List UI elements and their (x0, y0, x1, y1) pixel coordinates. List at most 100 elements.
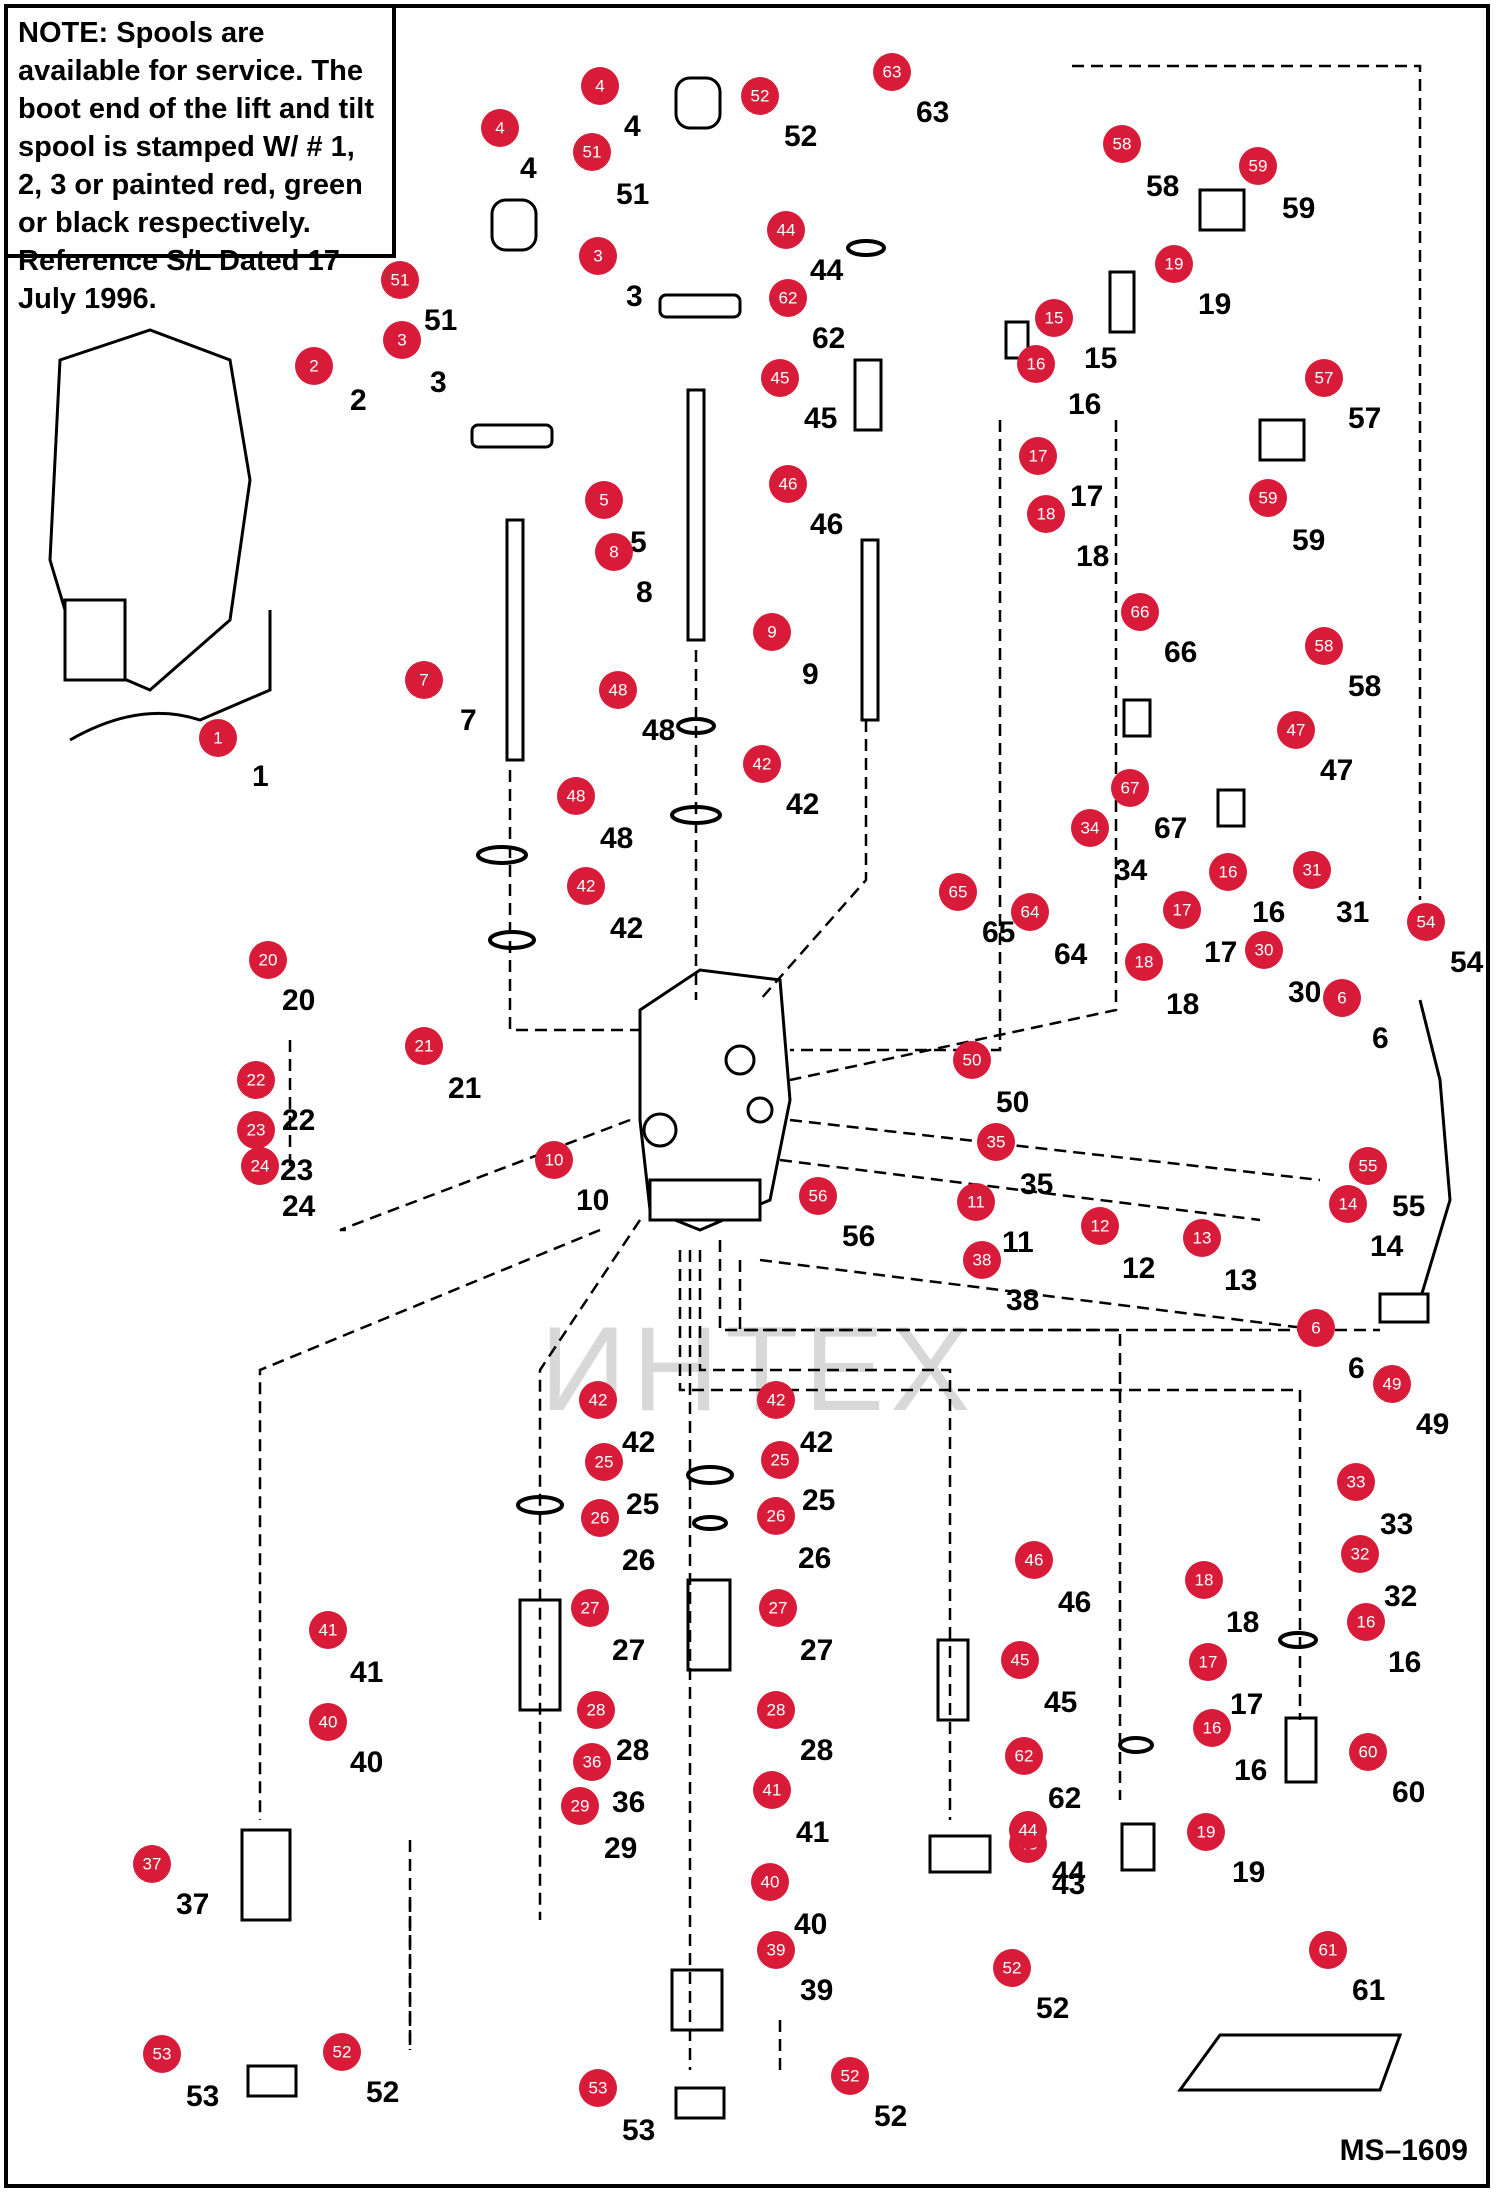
callout-badge-18[interactable]: 18 (1027, 495, 1065, 533)
callout-badge-3[interactable]: 3 (383, 321, 421, 359)
callout-badge-48[interactable]: 48 (557, 777, 595, 815)
callout-badge-52[interactable]: 52 (741, 77, 779, 115)
callout-badge-25[interactable]: 25 (585, 1443, 623, 1481)
callout-badge-44[interactable]: 44 (767, 211, 805, 249)
callout-badge-13[interactable]: 13 (1183, 1219, 1221, 1257)
callout-badge-6[interactable]: 6 (1323, 979, 1361, 1017)
callout-badge-16[interactable]: 16 (1017, 345, 1055, 383)
callout-badge-44[interactable]: 44 (1009, 1811, 1047, 1849)
callout-badge-53[interactable]: 53 (143, 2035, 181, 2073)
callout-badge-41[interactable]: 41 (753, 1771, 791, 1809)
callout-badge-12[interactable]: 12 (1081, 1207, 1119, 1245)
callout-badge-50[interactable]: 50 (953, 1041, 991, 1079)
callout-badge-63[interactable]: 63 (873, 53, 911, 91)
callout-badge-28[interactable]: 28 (577, 1691, 615, 1729)
callout-badge-24[interactable]: 24 (241, 1147, 279, 1185)
callout-badge-52[interactable]: 52 (831, 2057, 869, 2095)
callout-badge-26[interactable]: 26 (581, 1499, 619, 1537)
callout-badge-65[interactable]: 65 (939, 873, 977, 911)
callout-badge-4[interactable]: 4 (481, 109, 519, 147)
callout-badge-10[interactable]: 10 (535, 1141, 573, 1179)
callout-badge-34[interactable]: 34 (1071, 809, 1109, 847)
callout-badge-25[interactable]: 25 (761, 1441, 799, 1479)
callout-badge-3[interactable]: 3 (579, 237, 617, 275)
callout-badge-26[interactable]: 26 (757, 1497, 795, 1535)
callout-badge-62[interactable]: 62 (769, 279, 807, 317)
callout-badge-42[interactable]: 42 (579, 1381, 617, 1419)
callout-badge-18[interactable]: 18 (1185, 1561, 1223, 1599)
callout-badge-46[interactable]: 46 (1015, 1541, 1053, 1579)
callout-badge-21[interactable]: 21 (405, 1027, 443, 1065)
callout-badge-1[interactable]: 1 (199, 719, 237, 757)
callout-badge-37[interactable]: 37 (133, 1845, 171, 1883)
callout-badge-27[interactable]: 27 (571, 1589, 609, 1627)
callout-badge-40[interactable]: 40 (751, 1863, 789, 1901)
callout-badge-7[interactable]: 7 (405, 661, 443, 699)
callout-badge-19[interactable]: 19 (1155, 245, 1193, 283)
callout-badge-35[interactable]: 35 (977, 1123, 1015, 1161)
callout-badge-40[interactable]: 40 (309, 1703, 347, 1741)
callout-badge-16[interactable]: 16 (1193, 1709, 1231, 1747)
callout-badge-22[interactable]: 22 (237, 1061, 275, 1099)
callout-badge-circle (1005, 1737, 1043, 1775)
callout-badge-39[interactable]: 39 (757, 1931, 795, 1969)
callout-badge-52[interactable]: 52 (323, 2033, 361, 2071)
callout-badge-6[interactable]: 6 (1297, 1309, 1335, 1347)
callout-badge-54[interactable]: 54 (1407, 903, 1445, 941)
callout-badge-58[interactable]: 58 (1305, 627, 1343, 665)
callout-badge-17[interactable]: 17 (1189, 1643, 1227, 1681)
callout-badge-30[interactable]: 30 (1245, 931, 1283, 969)
callout-badge-2[interactable]: 2 (295, 347, 333, 385)
callout-badge-23[interactable]: 23 (237, 1111, 275, 1149)
callout-badge-41[interactable]: 41 (309, 1611, 347, 1649)
callout-badge-17[interactable]: 17 (1163, 891, 1201, 929)
callout-badge-45[interactable]: 45 (1001, 1641, 1039, 1679)
callout-badge-46[interactable]: 46 (769, 465, 807, 503)
callout-badge-48[interactable]: 48 (599, 671, 637, 709)
callout-badge-53[interactable]: 53 (579, 2069, 617, 2107)
callout-badge-60[interactable]: 60 (1349, 1733, 1387, 1771)
callout-badge-66[interactable]: 66 (1121, 593, 1159, 631)
callout-badge-9[interactable]: 9 (753, 613, 791, 651)
callout-badge-58[interactable]: 58 (1103, 125, 1141, 163)
callout-badge-56[interactable]: 56 (799, 1177, 837, 1215)
callout-badge-14[interactable]: 14 (1329, 1185, 1367, 1223)
callout-badge-42[interactable]: 42 (567, 867, 605, 905)
callout-badge-32[interactable]: 32 (1341, 1535, 1379, 1573)
callout-badge-42[interactable]: 42 (757, 1381, 795, 1419)
callout-badge-18[interactable]: 18 (1125, 943, 1163, 981)
callout-badge-49[interactable]: 49 (1373, 1365, 1411, 1403)
callout-badge-28[interactable]: 28 (757, 1691, 795, 1729)
callout-badge-31[interactable]: 31 (1293, 851, 1331, 889)
callout-badge-29[interactable]: 29 (561, 1787, 599, 1825)
callout-badge-59[interactable]: 59 (1239, 147, 1277, 185)
callout-badge-8[interactable]: 8 (595, 533, 633, 571)
callout-badge-42[interactable]: 42 (743, 745, 781, 783)
callout-badge-64[interactable]: 64 (1011, 893, 1049, 931)
callout-badge-36[interactable]: 36 (573, 1743, 611, 1781)
callout-badge-5[interactable]: 5 (585, 481, 623, 519)
callout-badge-4[interactable]: 4 (581, 67, 619, 105)
callout-badge-11[interactable]: 11 (957, 1183, 995, 1221)
callout-badge-51[interactable]: 51 (573, 133, 611, 171)
callout-badge-67[interactable]: 67 (1111, 769, 1149, 807)
callout-badge-59[interactable]: 59 (1249, 479, 1287, 517)
callout-badge-55[interactable]: 55 (1349, 1147, 1387, 1185)
callout-badge-61[interactable]: 61 (1309, 1931, 1347, 1969)
callout-badge-16[interactable]: 16 (1209, 853, 1247, 891)
callout-badge-57[interactable]: 57 (1305, 359, 1343, 397)
callout-badge-15[interactable]: 15 (1035, 299, 1073, 337)
callout-badge-27[interactable]: 27 (759, 1589, 797, 1627)
callout-badge-33[interactable]: 33 (1337, 1463, 1375, 1501)
callout-badge-38[interactable]: 38 (963, 1241, 1001, 1279)
callout-badge-17[interactable]: 17 (1019, 437, 1057, 475)
callout-badge-19[interactable]: 19 (1187, 1813, 1225, 1851)
callout-badge-52[interactable]: 52 (993, 1949, 1031, 1987)
callout-badge-45[interactable]: 45 (761, 359, 799, 397)
callout-badge-47[interactable]: 47 (1277, 711, 1315, 749)
callout-badge-circle (1155, 245, 1193, 283)
callout-badge-20[interactable]: 20 (249, 941, 287, 979)
callout-badge-16[interactable]: 16 (1347, 1603, 1385, 1641)
callout-badge-51[interactable]: 51 (381, 261, 419, 299)
callout-badge-62[interactable]: 62 (1005, 1737, 1043, 1775)
